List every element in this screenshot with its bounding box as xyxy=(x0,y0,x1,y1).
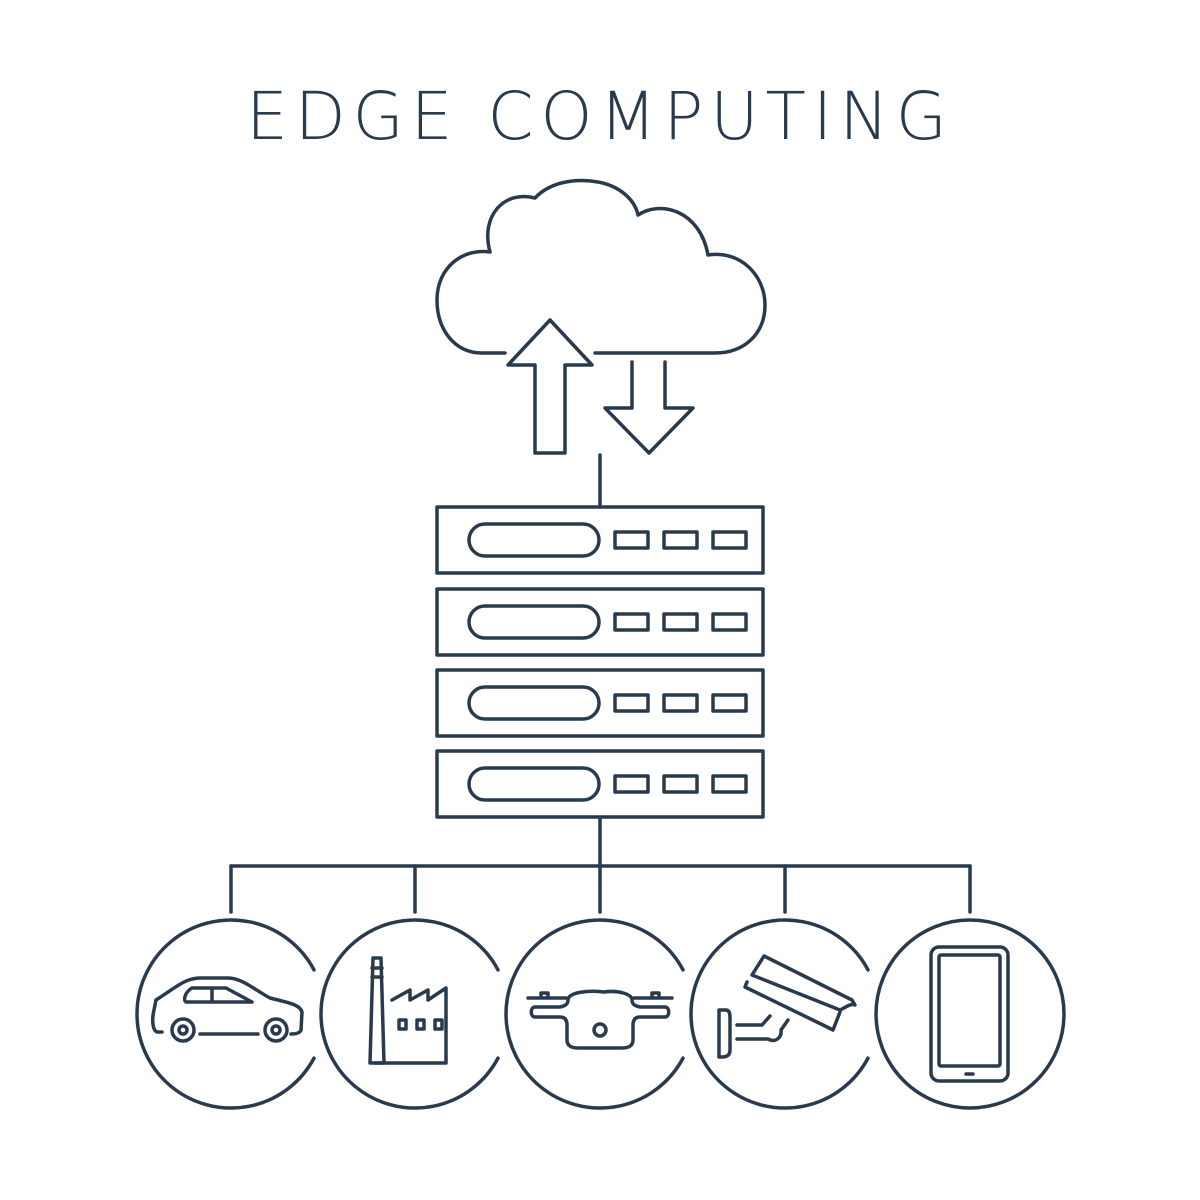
upload-arrow-icon xyxy=(506,318,594,455)
drone-icon xyxy=(526,989,674,1050)
status-light xyxy=(662,774,699,794)
smartphone-icon xyxy=(929,945,1010,1083)
drive-slot xyxy=(467,604,601,640)
status-light xyxy=(613,774,650,794)
drive-slot xyxy=(467,685,601,721)
car-icon xyxy=(151,976,304,1043)
download-arrow-icon xyxy=(603,360,695,455)
car-circle xyxy=(135,918,316,1110)
security-camera-circle xyxy=(689,918,870,1110)
server-rack-icon xyxy=(435,505,765,819)
drive-slot xyxy=(467,522,601,558)
drone-circle xyxy=(504,918,685,1110)
factory-icon xyxy=(368,956,448,1065)
server-unit xyxy=(435,749,765,819)
smartphone-circle xyxy=(874,918,1066,1110)
status-light xyxy=(613,530,650,550)
status-light xyxy=(711,693,748,713)
server-unit xyxy=(435,587,765,657)
factory-circle xyxy=(319,918,500,1110)
status-light xyxy=(711,612,748,632)
status-light xyxy=(613,612,650,632)
cloud-icon xyxy=(435,178,767,355)
device-connectors xyxy=(229,815,972,914)
drive-slot xyxy=(467,766,601,802)
server-unit xyxy=(435,505,765,575)
diagram-title: EDGE COMPUTING xyxy=(246,78,954,155)
server-unit xyxy=(435,668,765,738)
status-light xyxy=(662,612,699,632)
status-light xyxy=(711,530,748,550)
status-light xyxy=(662,530,699,550)
status-light xyxy=(711,774,748,794)
status-light xyxy=(613,693,650,713)
security-camera-icon xyxy=(717,954,857,1059)
status-light xyxy=(662,693,699,713)
